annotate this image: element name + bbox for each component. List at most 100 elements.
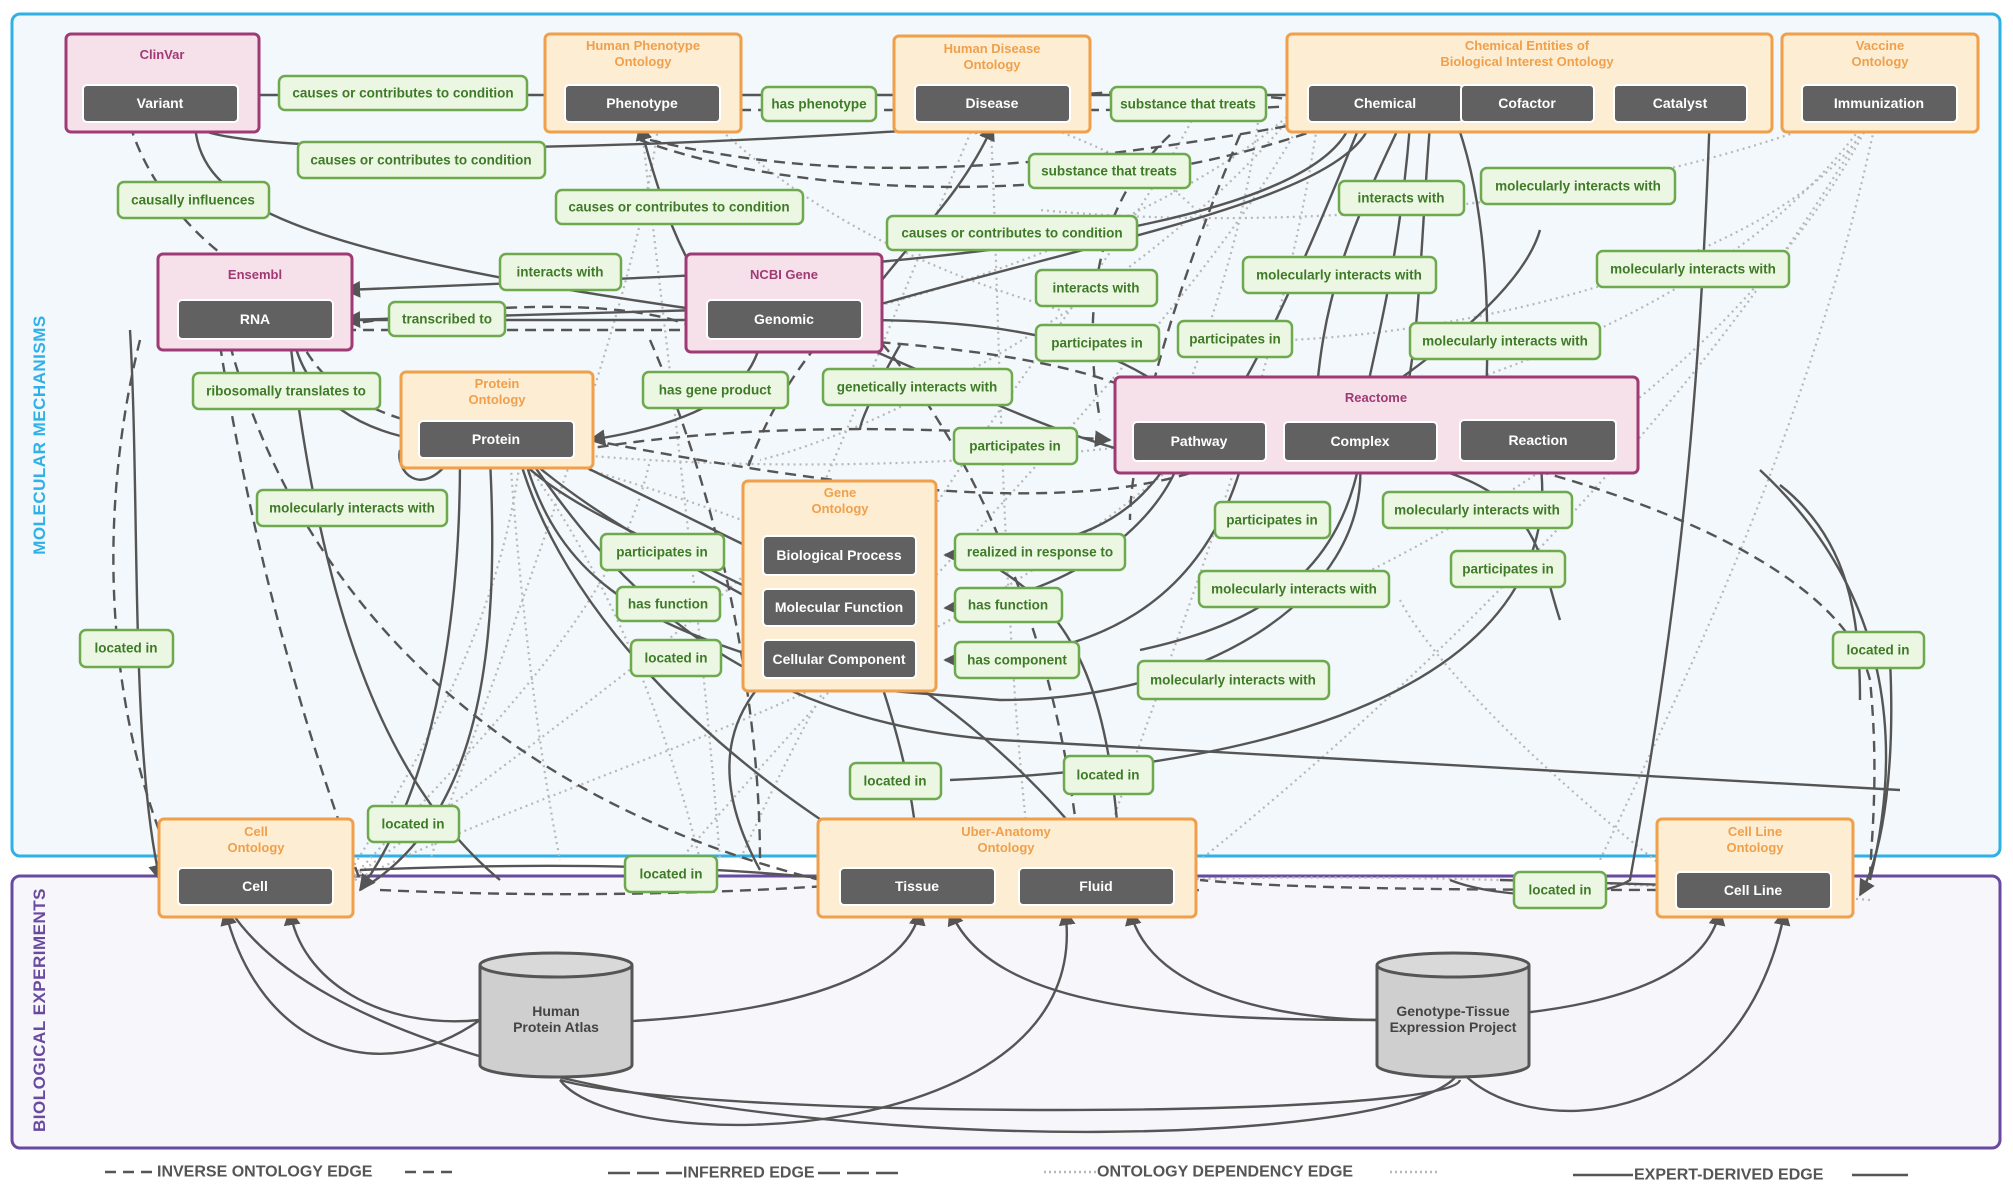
edge-text: ribosomally translates to — [206, 384, 366, 399]
group-title-go-1: Gene — [824, 485, 857, 500]
edge-label-mol-complex-3[interactable]: molecularly interacts with — [1136, 659, 1331, 701]
edge-text: genetically interacts with — [837, 380, 998, 395]
edge-label-mol-chem-4[interactable]: molecularly interacts with — [1408, 321, 1602, 361]
edge-text: molecularly interacts with — [1394, 503, 1560, 518]
node-label-cc: Cellular Component — [772, 651, 905, 667]
database-gtex-line-2: Expression Project — [1390, 1019, 1517, 1035]
node-label-immunization: Immunization — [1834, 95, 1924, 111]
edge-label-located-rna[interactable]: located in — [78, 628, 175, 669]
node-cell-line[interactable]: Cell Line — [1675, 871, 1832, 910]
legend: INVERSE ONTOLOGY EDGE INFERRED EDGE ONTO… — [105, 1164, 1908, 1184]
node-variant[interactable]: Variant — [82, 84, 239, 123]
node-cellular-component[interactable]: Cellular Component — [762, 639, 917, 679]
edge-text: interacts with — [1357, 191, 1444, 206]
node-immunization[interactable]: Immunization — [1801, 84, 1958, 123]
edge-label-realized[interactable]: realized in response to — [953, 532, 1127, 572]
group-go: Gene Ontology — [741, 479, 938, 693]
node-label-cell-line: Cell Line — [1724, 882, 1783, 898]
node-reaction[interactable]: Reaction — [1459, 419, 1617, 462]
node-label-pathway: Pathway — [1171, 433, 1228, 449]
node-chemical[interactable]: Chemical — [1307, 84, 1464, 123]
edge-label-mol-protein[interactable]: molecularly interacts with — [255, 488, 449, 528]
edge-label-located-fluid[interactable]: located in — [1062, 754, 1155, 796]
node-complex[interactable]: Complex — [1283, 421, 1438, 462]
edge-text: participates in — [1051, 336, 1143, 351]
node-molecular-function[interactable]: Molecular Function — [762, 588, 917, 627]
edge-text: molecularly interacts with — [1150, 673, 1316, 688]
node-label-genomic: Genomic — [754, 311, 814, 327]
edge-label-substance-treats-1[interactable]: substance that treats — [1109, 85, 1268, 123]
edge-text: located in — [381, 817, 444, 832]
edge-label-genetic-interacts[interactable]: genetically interacts with — [821, 367, 1014, 407]
edge-label-has-component[interactable]: has component — [953, 640, 1081, 680]
edge-label-gene-product[interactable]: has gene product — [641, 370, 790, 410]
edge-label-located-cc[interactable]: located in — [629, 638, 723, 678]
edge-label-mol-chem-3[interactable]: molecularly interacts with — [1595, 249, 1791, 289]
node-rna[interactable]: RNA — [177, 299, 334, 340]
node-tissue[interactable]: Tissue — [839, 867, 996, 906]
edge-label-has-function-2[interactable]: has function — [953, 586, 1064, 624]
edge-label-participates-5[interactable]: participates in — [1449, 549, 1567, 589]
group-title-vo-1: Vaccine — [1856, 38, 1904, 53]
edge-label-mol-chem-1[interactable]: molecularly interacts with — [1479, 166, 1677, 206]
edge-text: substance that treats — [1120, 97, 1256, 112]
edge-text: located in — [1528, 883, 1591, 898]
molecular-mechanisms-label: MOLECULAR MECHANISMS — [30, 315, 49, 555]
node-pathway[interactable]: Pathway — [1132, 421, 1267, 462]
group-title-pro-2: Ontology — [468, 392, 526, 407]
edge-label-interacts-3[interactable]: interacts with — [1034, 268, 1159, 308]
node-cofactor[interactable]: Cofactor — [1460, 84, 1595, 123]
edge-text: participates in — [616, 545, 708, 560]
edge-text: transcribed to — [402, 312, 492, 327]
edge-label-has-phenotype[interactable]: has phenotype — [760, 85, 878, 123]
edge-text: participates in — [1226, 513, 1318, 528]
edge-label-participates-4[interactable]: participates in — [1213, 500, 1332, 540]
node-biological-process[interactable]: Biological Process — [762, 535, 917, 576]
edge-label-interacts-2[interactable]: interacts with — [498, 252, 623, 292]
group-title-hpo-1: Human Phenotype — [586, 38, 700, 53]
edge-label-genomic-disease[interactable]: causes or contributes to condition — [885, 214, 1139, 252]
edge-label-causally-influences[interactable]: causally influences — [116, 180, 271, 220]
edge-label-located-tissue[interactable]: located in — [848, 761, 943, 801]
node-label-tissue: Tissue — [895, 878, 939, 894]
edge-label-mol-chem-2[interactable]: molecularly interacts with — [1241, 255, 1438, 295]
node-genomic[interactable]: Genomic — [706, 299, 863, 340]
group-title-uberon-2: Ontology — [977, 840, 1035, 855]
edge-label-participates-2[interactable]: participates in — [1176, 319, 1294, 359]
node-protein[interactable]: Protein — [418, 420, 575, 459]
edge-label-substance-treats-2[interactable]: substance that treats — [1027, 152, 1192, 190]
node-phenotype[interactable]: Phenotype — [564, 84, 721, 123]
edge-text: molecularly interacts with — [1495, 179, 1661, 194]
edge-label-participates-3[interactable]: participates in — [952, 426, 1079, 466]
edge-label-genomic-phenotype[interactable]: causes or contributes to condition — [554, 188, 805, 226]
edge-label-ribosomal[interactable]: ribosomally translates to — [191, 371, 382, 411]
node-fluid[interactable]: Fluid — [1018, 867, 1175, 906]
edge-label-located-clo[interactable]: located in — [1512, 870, 1608, 910]
edge-label-mol-complex-2[interactable]: molecularly interacts with — [1197, 569, 1391, 609]
node-label-disease: Disease — [966, 95, 1019, 111]
edge-label-located-cellline[interactable]: located in — [1831, 630, 1926, 670]
database-human-protein-atlas[interactable]: Human Protein Atlas — [478, 951, 634, 1079]
node-catalyst[interactable]: Catalyst — [1613, 84, 1748, 123]
edge-label-variant-phenotype[interactable]: causes or contributes to condition — [277, 74, 529, 112]
edge-label-variant-disease[interactable]: causes or contributes to condition — [296, 140, 547, 180]
node-label-cofactor: Cofactor — [1498, 95, 1556, 111]
edge-text: has function — [968, 598, 1048, 613]
node-disease[interactable]: Disease — [914, 84, 1071, 123]
edge-label-interacts-1[interactable]: interacts with — [1337, 179, 1466, 217]
edge-label-has-function-1[interactable]: has function — [615, 585, 722, 623]
edge-label-located-uberon[interactable]: located in — [623, 854, 719, 894]
edge-text: has phenotype — [771, 97, 867, 112]
edge-text: has component — [967, 653, 1067, 668]
node-label-rna: RNA — [240, 311, 270, 327]
node-cell[interactable]: Cell — [177, 867, 334, 906]
group-title-clo-2: Ontology — [1726, 840, 1784, 855]
edge-label-mol-complex-1[interactable]: molecularly interacts with — [1381, 490, 1574, 530]
edge-text: participates in — [1189, 332, 1281, 347]
edge-label-participates-bp[interactable]: participates in — [599, 532, 726, 572]
edge-label-transcribed[interactable]: transcribed to — [387, 300, 507, 338]
edge-label-participates-1[interactable]: participates in — [1034, 323, 1161, 363]
database-gtex[interactable]: Genotype-Tissue Expression Project — [1375, 951, 1531, 1079]
edge-label-located-cell[interactable]: located in — [366, 804, 461, 844]
group-title-clinvar: ClinVar — [140, 47, 185, 62]
